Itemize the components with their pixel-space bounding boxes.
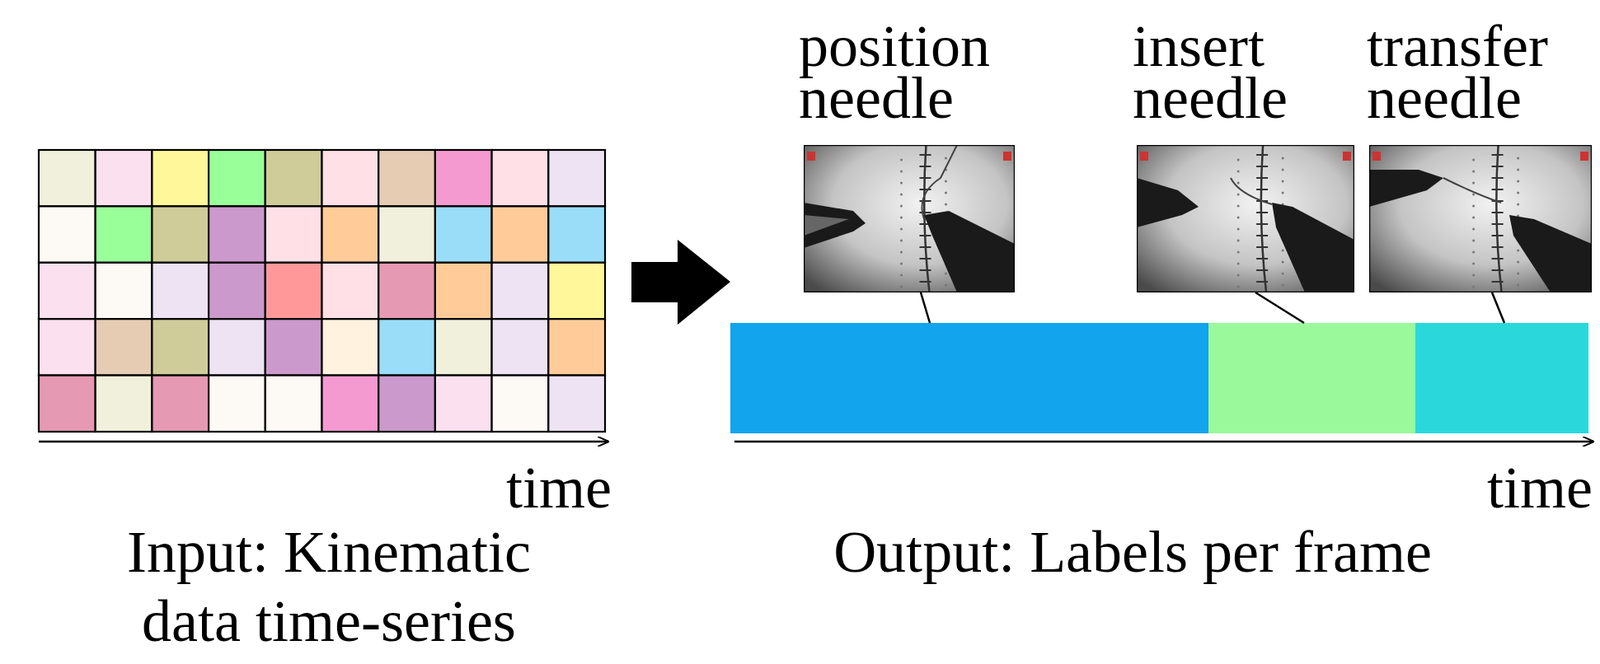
grid-cell [38,262,96,320]
grid-cell [492,375,549,432]
grid-cell [151,150,209,207]
grid-cell [322,150,380,207]
grid-cell [265,375,323,432]
grid-cell [208,375,266,432]
grid-cell [378,262,436,320]
grid-cell [151,319,209,376]
grid-cell [548,262,606,320]
big-arrow [631,239,731,325]
grid-cell [435,319,493,376]
axis-label: time [506,453,612,523]
leader-line [1492,292,1505,324]
caption-text: Input: Kinematic data time-series [81,517,577,657]
grid-cell [95,375,153,432]
step-heading: position needle [798,20,1015,125]
grid-cell [208,206,266,263]
grid-cell [322,319,380,376]
leader-line [920,292,930,324]
step-frame: transfer needle [1366,20,1592,293]
grid-cell [548,150,606,207]
time-axis [734,441,1594,444]
segment-bar [730,323,1209,434]
grid-cell [548,206,606,263]
grid-cell [435,150,493,207]
grid-cell [548,375,606,432]
grid-cell [95,262,153,320]
grid-cell [151,375,209,432]
grid-cell [322,206,380,263]
grid-cell [378,206,436,263]
grid-cell [492,319,549,376]
grid-cell [378,375,436,432]
grid-cell [435,375,493,432]
step-frame: insert needle [1132,20,1355,293]
surgery-frame [1369,145,1592,293]
grid-cell [492,206,549,263]
grid-cell [265,150,323,207]
surgery-frame [803,145,1015,293]
grid-cell [38,150,96,207]
grid-cell [95,319,153,376]
grid-cell [322,262,380,320]
step-heading: insert needle [1132,20,1331,125]
grid-cell [208,319,266,376]
surgery-frame [1136,145,1355,293]
time-axis [38,441,609,444]
segment-bar [1208,323,1416,434]
grid-cell [95,150,153,207]
grid-cell [322,375,380,432]
grid-cell [378,150,436,207]
grid-cell [492,262,549,320]
segment-bar [1415,323,1589,434]
grid-cell [435,262,493,320]
grid-cell [38,319,96,376]
grid-cell [378,319,436,376]
grid-cell [208,262,266,320]
grid-cell [265,319,323,376]
grid-cell [38,375,96,432]
axis-label: time [1487,453,1593,523]
step-frame: position needle [798,20,1015,293]
leader-line [1255,292,1305,324]
grid-cell [208,150,266,207]
grid-cell [151,206,209,263]
kinematic-grid [38,150,606,432]
grid-cell [265,262,323,320]
grid-cell [38,206,96,263]
step-heading: transfer needle [1366,20,1569,125]
grid-cell [492,150,549,207]
grid-cell [548,319,606,376]
grid-cell [435,206,493,263]
grid-cell [265,206,323,263]
caption-text: Output: Labels per frame [833,517,1432,587]
grid-cell [95,206,153,263]
grid-cell [151,262,209,320]
